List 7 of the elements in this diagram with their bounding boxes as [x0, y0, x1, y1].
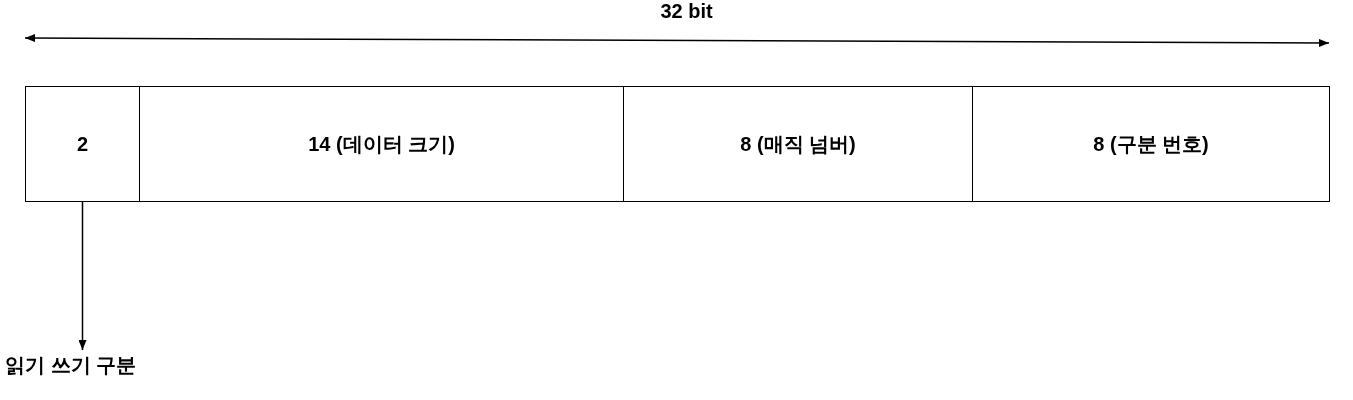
field-box: 8 (매직 넘버) — [623, 86, 973, 202]
arrow — [78, 201, 87, 351]
field-note: 읽기 쓰기 구분 — [5, 352, 137, 379]
field-box: 2 — [25, 86, 140, 202]
field-box: 14 (데이터 크기) — [139, 86, 624, 202]
field-box: 8 (구분 번호) — [972, 86, 1330, 202]
dimension-label: 32 bit — [660, 0, 713, 22]
